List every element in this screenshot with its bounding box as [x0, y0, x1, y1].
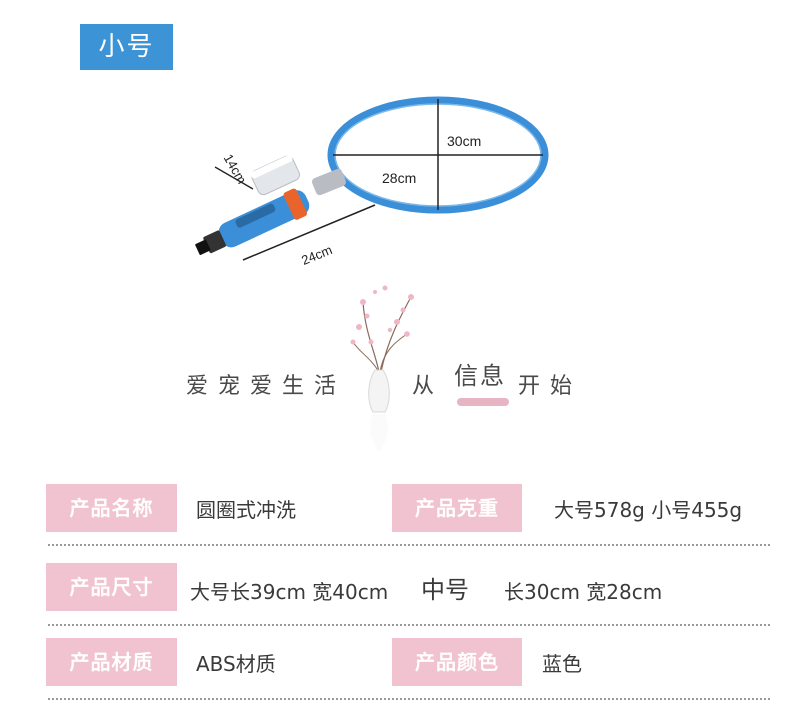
row-divider-2 [48, 624, 770, 626]
handle-length-line [242, 204, 376, 261]
name-label: 产品名称 [46, 484, 177, 532]
row-divider-1 [48, 544, 770, 546]
weight-value: 大号578g 小号455g [554, 498, 743, 522]
color-label: 产品颜色 [392, 638, 522, 686]
height-label: 28cm [382, 170, 416, 186]
color-value: 蓝色 [542, 652, 582, 676]
size-large-value: 大号长39cm 宽40cm [190, 580, 389, 604]
width-label: 30cm [447, 133, 481, 149]
vase-flower-decoration [350, 285, 414, 452]
weight-label: 产品克重 [392, 484, 522, 532]
material-value: ABS材质 [196, 652, 276, 676]
brush-width-label: 14cm [221, 151, 250, 186]
name-value: 圆圈式冲洗 [196, 498, 296, 522]
size-label: 产品尺寸 [46, 563, 177, 611]
size-tag: 小号 [80, 24, 173, 70]
row-divider-3 [48, 698, 770, 700]
slogan-left: 爱宠爱生活 [186, 374, 347, 399]
size-medium-value: 长30cm 宽28cm [504, 580, 663, 604]
slogan-from: 从 [412, 374, 445, 399]
vase [368, 369, 390, 413]
handle-length-label: 24cm [299, 242, 334, 268]
slogan-underline [457, 398, 509, 406]
product-illustration: 30cm 28cm 14cm 24cm [195, 96, 549, 268]
material-label: 产品材质 [46, 638, 177, 686]
brush-width-line [214, 166, 254, 190]
size-medium-label: 中号 [421, 576, 469, 604]
slogan-right: 开始 [518, 374, 583, 399]
slogan-highlight: 信息 [454, 362, 506, 390]
